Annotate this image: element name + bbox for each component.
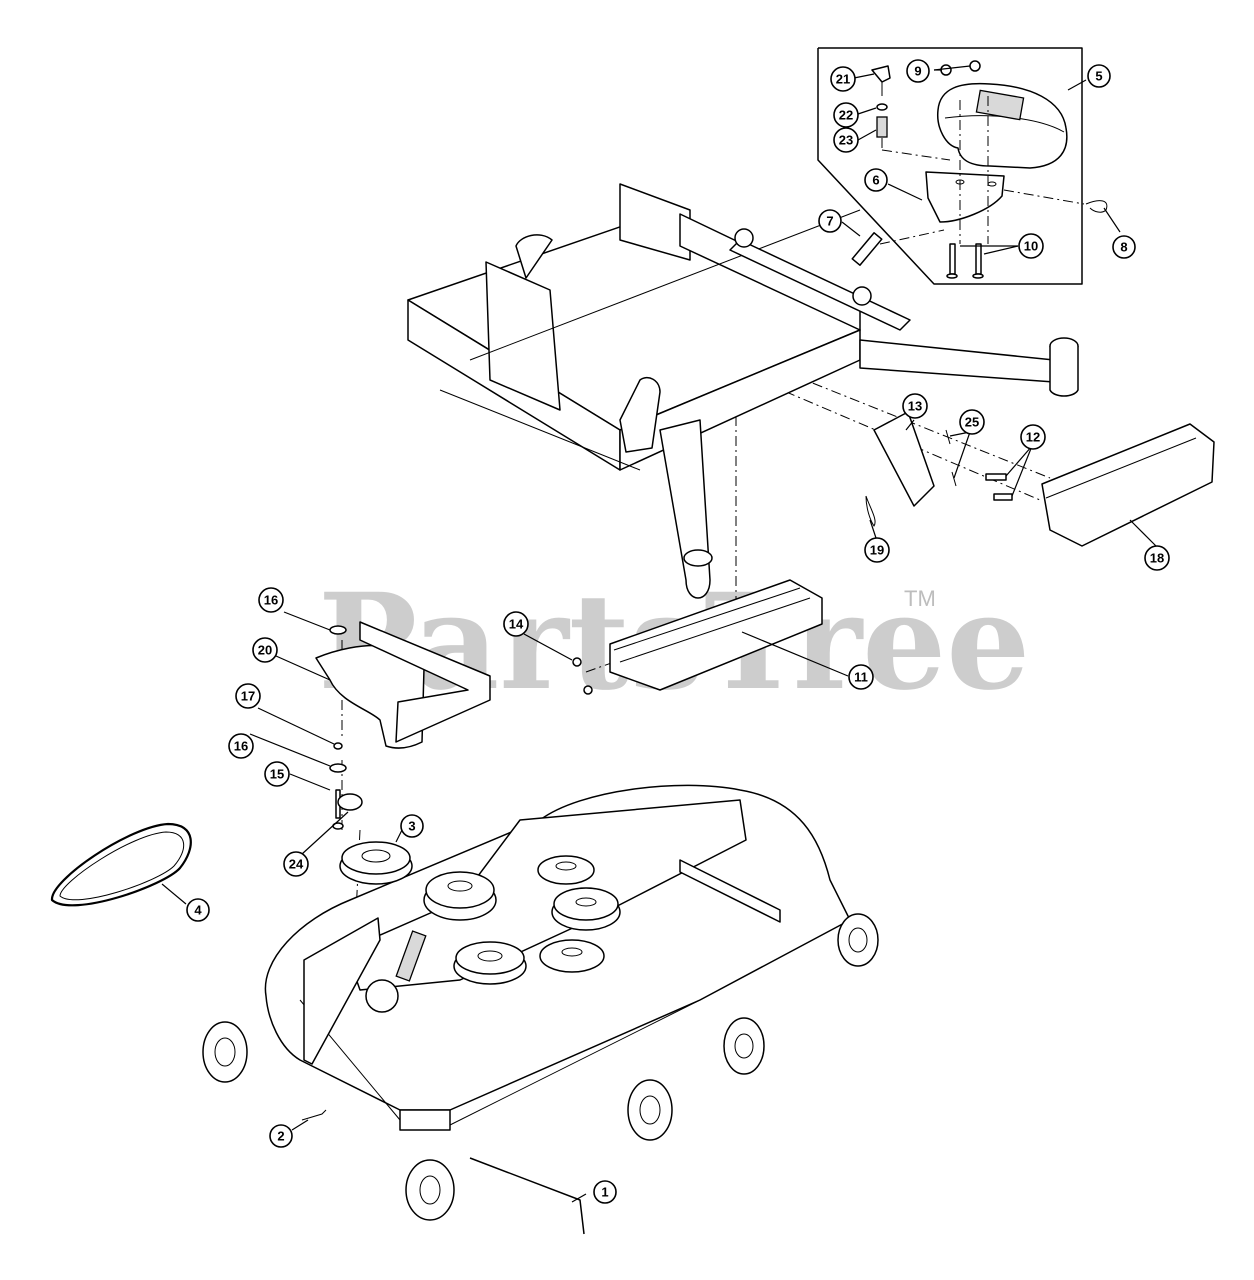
part-pulleys: [339, 841, 621, 985]
callout-1-label: 1: [601, 1185, 608, 1200]
callout-24[interactable]: 24: [283, 851, 309, 877]
callout-2[interactable]: 2: [269, 1124, 293, 1148]
callout-19[interactable]: 19: [864, 537, 890, 563]
callout-13[interactable]: 13: [902, 393, 928, 419]
part-tractor-frame: [407, 183, 1079, 599]
callout-11[interactable]: 11: [848, 664, 874, 690]
callout-23-label: 23: [839, 133, 853, 148]
callout-5[interactable]: 5: [1087, 64, 1111, 88]
callout-7[interactable]: 7: [818, 209, 842, 233]
callout-5-label: 5: [1095, 69, 1102, 84]
callout-16-top[interactable]: 16: [258, 587, 284, 613]
part-hair-pin: [1085, 200, 1108, 213]
callout-16-top-label: 16: [264, 593, 278, 608]
part-clip-pin: [301, 1109, 327, 1121]
callout-12[interactable]: 12: [1020, 424, 1046, 450]
part-knob-spring: [871, 65, 891, 138]
inset-detail-box: [817, 47, 1083, 285]
callout-13-label: 13: [908, 399, 922, 414]
callout-15[interactable]: 15: [264, 761, 290, 787]
part-deck-wheels: [202, 913, 879, 1221]
part-drive-belt: [50, 822, 192, 907]
callout-20[interactable]: 20: [252, 637, 278, 663]
callout-10-label: 10: [1024, 239, 1038, 254]
callout-9-label: 9: [914, 64, 921, 79]
callout-19-label: 19: [870, 543, 884, 558]
callout-21-label: 21: [836, 72, 850, 87]
callout-18[interactable]: 18: [1144, 545, 1170, 571]
callout-16-bottom[interactable]: 16: [228, 733, 254, 759]
callout-1[interactable]: 1: [593, 1180, 617, 1204]
callout-23[interactable]: 23: [833, 127, 859, 153]
part-belt-cover: [315, 621, 491, 749]
callout-18-label: 18: [1150, 551, 1164, 566]
part-nut-14a: [572, 657, 582, 667]
callout-4-label: 4: [194, 903, 202, 918]
callout-17-label: 17: [241, 689, 255, 704]
part-rear-guard: [1041, 423, 1215, 547]
callout-8[interactable]: 8: [1112, 235, 1136, 259]
part-nut-14b: [583, 685, 593, 695]
part-seat-bracket: [925, 171, 1005, 223]
part-cap: [337, 793, 363, 811]
callout-20-label: 20: [258, 643, 272, 658]
callout-3-label: 3: [408, 819, 415, 834]
callout-21[interactable]: 21: [830, 66, 856, 92]
part-mount-plate: [873, 411, 935, 507]
callout-9[interactable]: 9: [906, 59, 930, 83]
callout-10[interactable]: 10: [1018, 233, 1044, 259]
part-pivot-pin: [851, 232, 883, 266]
part-hair-pin-19: [865, 495, 876, 527]
callout-6-label: 6: [872, 173, 879, 188]
callout-8-label: 8: [1120, 240, 1127, 255]
callout-11-label: 11: [854, 670, 868, 685]
callout-12-label: 12: [1026, 430, 1040, 445]
watermark-tm: TM: [904, 586, 936, 611]
callout-7-label: 7: [826, 214, 833, 229]
callout-25[interactable]: 25: [959, 409, 985, 435]
callout-24-label: 24: [289, 857, 304, 872]
callout-15-label: 15: [270, 767, 284, 782]
callout-14-label: 14: [509, 617, 524, 632]
callout-3[interactable]: 3: [400, 814, 424, 838]
callout-2-label: 2: [277, 1129, 284, 1144]
callout-17[interactable]: 17: [235, 683, 261, 709]
callout-25-label: 25: [965, 415, 979, 430]
part-front-baffle: [609, 579, 823, 691]
callout-14[interactable]: 14: [503, 611, 529, 637]
callout-4[interactable]: 4: [186, 898, 210, 922]
callout-16-bottom-label: 16: [234, 739, 248, 754]
part-hardware-25-12: [945, 429, 1013, 501]
callout-6[interactable]: 6: [864, 168, 888, 192]
part-deck-rod: [469, 1157, 585, 1235]
callout-22-label: 22: [839, 108, 853, 123]
callout-22[interactable]: 22: [833, 102, 859, 128]
part-seat-cushion: [937, 82, 1068, 169]
leader-lines: [161, 65, 1157, 1203]
part-bolts: [946, 243, 984, 279]
